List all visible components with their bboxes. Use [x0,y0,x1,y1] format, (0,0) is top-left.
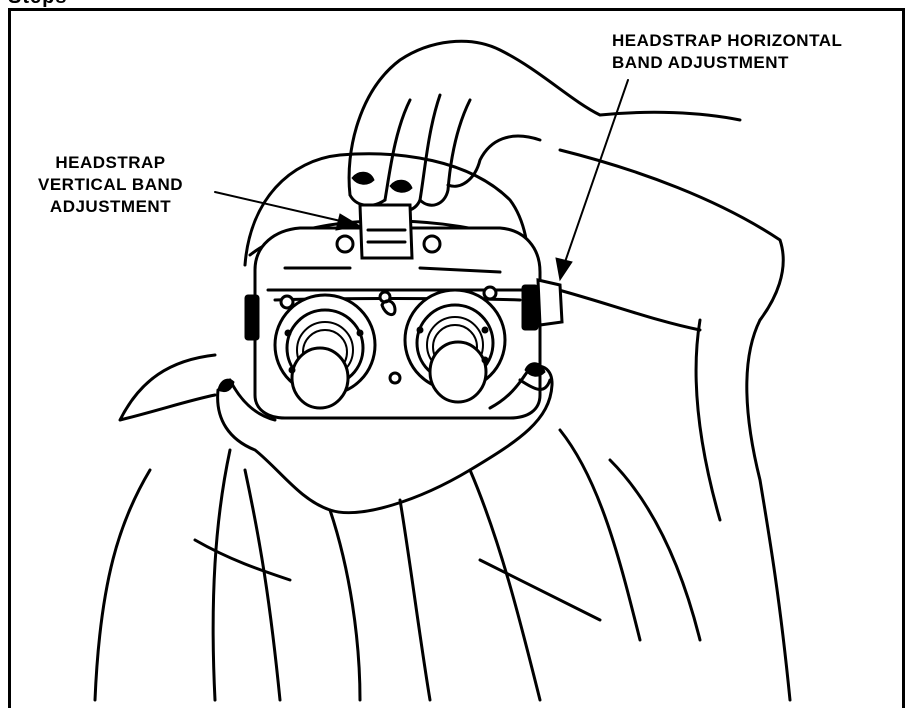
horizontal-band-buckle [538,280,562,325]
callout-horizontal-line2: BAND ADJUSTMENT [612,52,842,74]
leader-line-horizontal [565,80,628,262]
arrowhead-horizontal [556,258,572,280]
left-side-knob [245,295,259,340]
right-arm [560,150,783,320]
callout-horizontal-band: HEADSTRAP HORIZONTAL BAND ADJUSTMENT [612,30,842,74]
collar [120,355,215,420]
callout-vertical-line2: VERTICAL BAND [38,174,183,196]
callout-vertical-line3: ADJUSTMENT [38,196,183,218]
right-side-knob [522,285,538,330]
leader-line-vertical [215,192,345,222]
callout-vertical-band: HEADSTRAP VERTICAL BAND ADJUSTMENT [38,152,183,218]
callout-horizontal-line1: HEADSTRAP HORIZONTAL [612,30,842,52]
callout-vertical-line1: HEADSTRAP [38,152,183,174]
